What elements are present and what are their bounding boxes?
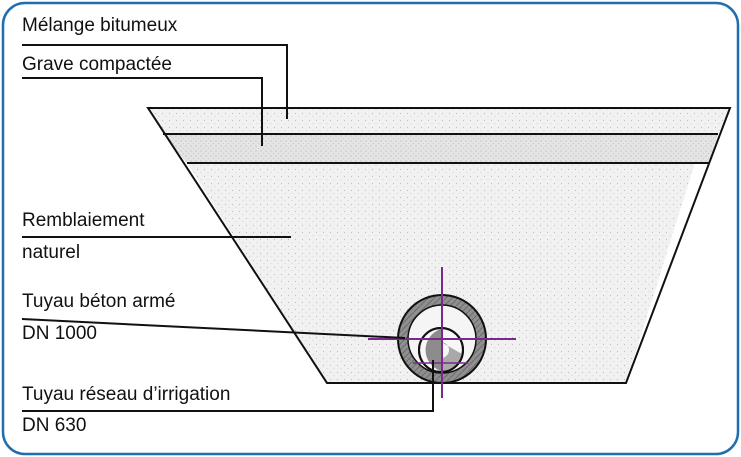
label-irrigation-pipe-line2: DN 630	[22, 415, 87, 436]
gravel-layer	[163, 134, 718, 163]
trench-outline	[146, 107, 732, 384]
bituminous-layer	[148, 108, 730, 134]
leader-gravel	[22, 77, 263, 146]
label-bituminous: Mélange bitumeux	[22, 15, 178, 36]
leader-bituminous	[22, 44, 288, 119]
label-concrete-pipe-line1: Tuyau béton armé	[22, 291, 176, 312]
leader-irrigation-pipe	[22, 360, 434, 412]
label-concrete-pipe-line2: DN 1000	[22, 323, 97, 344]
label-gravel: Grave compactée	[22, 54, 172, 75]
label-backfill-line1: Remblaiement	[22, 210, 145, 231]
leader-concrete-pipe	[21, 318, 406, 339]
label-irrigation-pipe-line1: Tuyau réseau d’irrigation	[22, 384, 231, 405]
label-backfill-line2: naturel	[22, 242, 81, 263]
